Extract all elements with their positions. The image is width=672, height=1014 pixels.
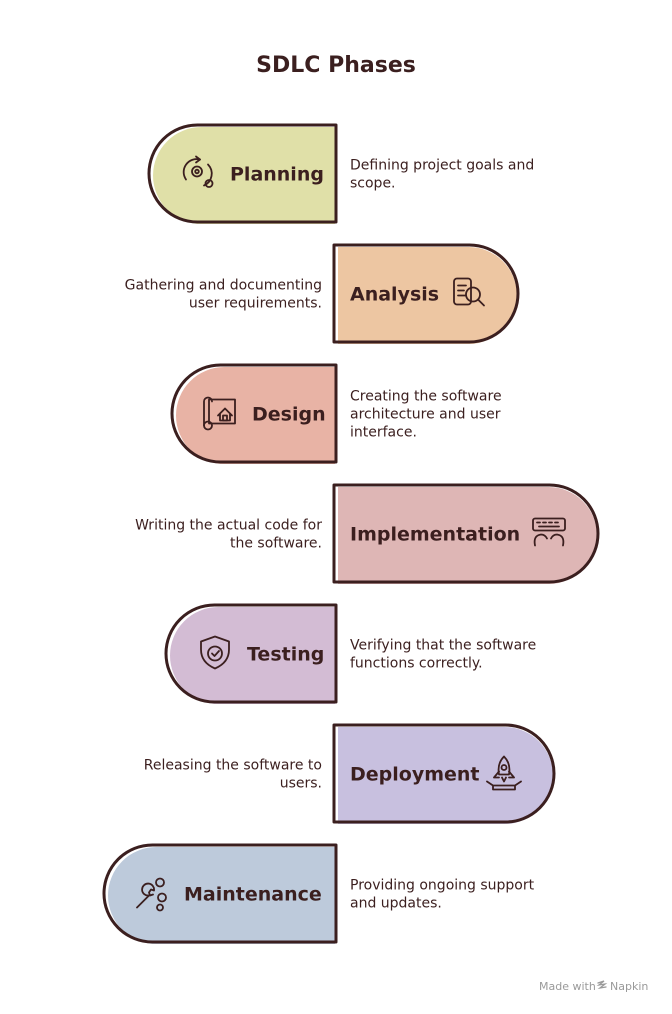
phase-description: Verifying that the software functions cor… <box>350 638 536 672</box>
blueprint-house-icon <box>203 396 236 431</box>
shield-check-icon <box>200 635 230 670</box>
phase-fill <box>338 487 597 584</box>
phase-implementation: Implementation Writing the actual code fo… <box>135 483 600 584</box>
description-line: Gathering and documenting <box>125 278 322 294</box>
footer-made-with: Made with <box>539 980 596 993</box>
wrench-gears-icon <box>136 877 167 912</box>
phase-outline <box>332 243 520 344</box>
phase-label: Implementation <box>350 524 520 546</box>
phase-description: Writing the actual code for the software. <box>135 518 322 552</box>
rocket-launch-icon <box>486 755 522 791</box>
phase-label: Deployment <box>350 764 480 786</box>
phase-list: Planning Defining project goals and scope.… <box>102 123 600 944</box>
description-line: Defining project goals and <box>350 158 534 174</box>
diagram-title: SDLC Phases <box>256 53 416 78</box>
napkin-logo-icon <box>596 980 608 990</box>
description-line: Providing ongoing support <box>350 878 535 894</box>
phase-description: Releasing the software to users. <box>144 758 322 792</box>
phase-description: Providing ongoing support and updates. <box>350 878 535 912</box>
phase-label: Maintenance <box>184 884 322 906</box>
phase-fill <box>170 607 335 704</box>
phase-outline <box>332 483 600 584</box>
description-line: interface. <box>350 425 417 441</box>
phase-description: Defining project goals and scope. <box>350 158 534 192</box>
footer-brand: Napkin <box>610 980 648 993</box>
description-line: the software. <box>230 536 322 552</box>
document-search-icon <box>453 277 485 307</box>
phase-label: Design <box>252 404 326 426</box>
phase-analysis: Analysis Gathering and documenting user re… <box>125 243 520 344</box>
description-line: and updates. <box>350 896 442 912</box>
hands-keyboard-icon <box>532 517 566 547</box>
description-line: users. <box>280 776 322 792</box>
description-line: architecture and user <box>350 407 501 423</box>
phase-outline <box>170 363 338 464</box>
description-line: user requirements. <box>189 296 322 312</box>
description-line: scope. <box>350 176 396 192</box>
description-line: functions correctly. <box>350 656 483 672</box>
phase-design: Design Creating the software architecture … <box>170 363 502 464</box>
phase-maintenance: Maintenance Providing ongoing support and … <box>102 843 535 944</box>
phase-description: Gathering and documenting user requiremen… <box>125 278 322 312</box>
phase-deployment: Deployment Releasing the software to users… <box>144 723 556 824</box>
phase-outline <box>102 843 338 944</box>
phase-label: Analysis <box>350 284 439 306</box>
description-line: Releasing the software to <box>144 758 322 774</box>
description-line: Writing the actual code for <box>135 518 322 534</box>
phase-description: Creating the software architecture and us… <box>350 389 502 441</box>
phase-planning: Planning Defining project goals and scope. <box>147 123 534 224</box>
phase-outline <box>332 723 556 824</box>
footer-attribution: Made with Napkin <box>539 980 648 993</box>
phase-fill <box>338 727 553 824</box>
phase-fill <box>107 847 335 944</box>
phase-label: Testing <box>247 644 324 666</box>
phase-fill <box>175 367 335 464</box>
phase-fill <box>153 127 335 224</box>
description-line: Verifying that the software <box>350 638 536 654</box>
phase-outline <box>164 603 338 704</box>
phase-testing: Testing Verifying that the software functi… <box>164 603 536 704</box>
phase-label: Planning <box>230 164 324 186</box>
description-line: Creating the software <box>350 389 502 405</box>
phase-outline <box>147 123 338 224</box>
gear-cycle-icon <box>182 155 214 188</box>
phase-fill <box>338 247 517 344</box>
